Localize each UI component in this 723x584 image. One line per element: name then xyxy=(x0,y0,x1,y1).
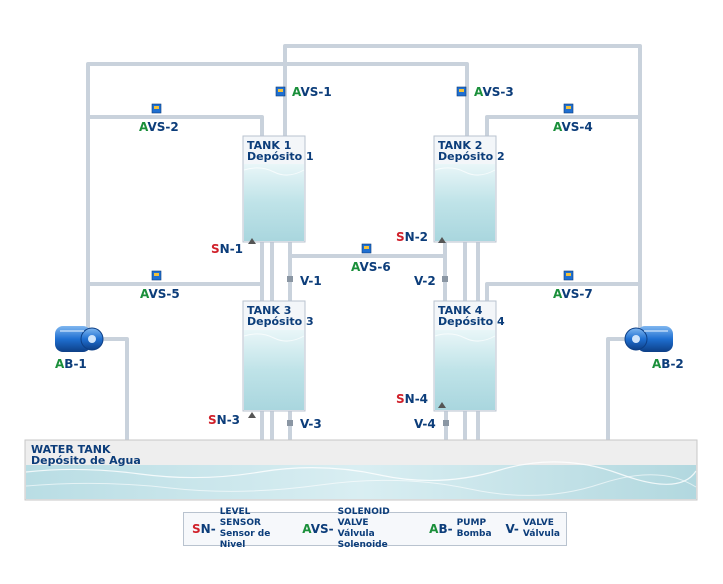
pipe-avs4 xyxy=(485,115,642,139)
sn-1-icon[interactable] xyxy=(248,238,256,244)
avs-1-icon[interactable] xyxy=(275,86,286,97)
tank-1-name: TANK 1 xyxy=(247,139,291,152)
pipe-pump2-out xyxy=(606,337,626,443)
avs-5-icon[interactable] xyxy=(151,270,162,281)
avs-7-icon[interactable] xyxy=(563,270,574,281)
avs-3-icon[interactable] xyxy=(456,86,467,97)
manual-valve-icons xyxy=(287,276,449,426)
tank-4-sub: Depósito 4 xyxy=(438,315,505,328)
pipe-pump1-out xyxy=(102,337,129,443)
label-avs-1: AVS-1 xyxy=(292,85,332,99)
pump-ab-1-icon[interactable] xyxy=(55,326,104,352)
avs-4-icon[interactable] xyxy=(563,103,574,114)
label-sn-3: SN-3 xyxy=(208,413,240,427)
legend-abbr: AB- xyxy=(429,522,453,536)
pump-ab-2-icon[interactable] xyxy=(624,326,673,352)
label-v-3: V-3 xyxy=(300,417,322,431)
tank-1-sub: Depósito 1 xyxy=(247,150,314,163)
pipe-network xyxy=(86,44,642,443)
label-sn-2: SN-2 xyxy=(396,230,428,244)
pipe-top-right xyxy=(283,44,642,335)
legend-abbr: SN- xyxy=(192,522,216,536)
sn-2-icon[interactable] xyxy=(438,237,446,243)
pipe-avs2 xyxy=(86,115,264,139)
label-avs-7: AVS-7 xyxy=(553,287,593,301)
legend-abbr: AVS- xyxy=(302,522,334,536)
tank-2-name: TANK 2 xyxy=(438,139,482,152)
tank-4-name: TANK 4 xyxy=(438,304,483,317)
label-avs-4: AVS-4 xyxy=(553,120,593,134)
pipe-avs7 xyxy=(485,282,642,304)
label-sn-1: SN-1 xyxy=(211,242,243,256)
water-tank-sub: Depósito de Agua xyxy=(31,454,141,467)
tank-4: TANK 4 Depósito 4 xyxy=(433,300,505,412)
tank-3: TANK 3 Depósito 3 xyxy=(242,300,314,412)
legend-abbr: V- xyxy=(505,522,519,536)
label-v-4: V-4 xyxy=(414,417,436,431)
avs-2-icon[interactable] xyxy=(151,103,162,114)
label-ab-2: AB-2 xyxy=(652,357,684,371)
tank-1: TANK 1 Depósito 1 xyxy=(242,135,314,243)
sn-3-icon[interactable] xyxy=(248,412,256,418)
pipe-top-left xyxy=(86,62,469,335)
level-sensor-icons xyxy=(248,237,446,418)
tank-3-name: TANK 3 xyxy=(247,304,291,317)
label-avs-5: AVS-5 xyxy=(140,287,180,301)
v-2-icon[interactable] xyxy=(442,276,448,282)
tank-2: TANK 2 Depósito 2 xyxy=(433,135,505,243)
water-tank: WATER TANK Depósito de Agua xyxy=(24,439,698,501)
pipe-avs6 xyxy=(288,240,447,258)
v-1-icon[interactable] xyxy=(287,276,293,282)
label-v-2: V-2 xyxy=(414,274,436,288)
v-3-icon[interactable] xyxy=(287,420,293,426)
label-ab-1: AB-1 xyxy=(55,357,87,371)
water-tank-name: WATER TANK xyxy=(31,443,111,456)
label-avs-6: AVS-6 xyxy=(351,260,391,274)
v-4-icon[interactable] xyxy=(443,420,449,426)
tank-3-sub: Depósito 3 xyxy=(247,315,314,328)
label-sn-4: SN-4 xyxy=(396,392,428,406)
solenoid-valves xyxy=(151,86,574,281)
avs-6-icon[interactable] xyxy=(361,243,372,254)
component-labels: AVS-1 AVS-2 AVS-3 AVS-4 AVS-5 AVS-6 AVS-… xyxy=(55,85,684,431)
label-v-1: V-1 xyxy=(300,274,322,288)
sn-4-icon[interactable] xyxy=(438,402,446,408)
label-avs-2: AVS-2 xyxy=(139,120,179,134)
tank-2-sub: Depósito 2 xyxy=(438,150,505,163)
label-avs-3: AVS-3 xyxy=(474,85,514,99)
